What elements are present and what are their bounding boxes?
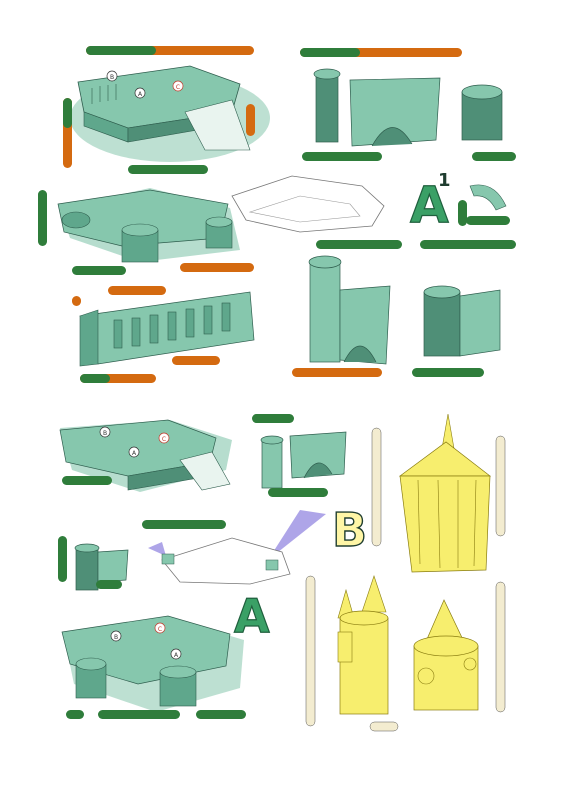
section-letter-a: A	[233, 588, 270, 643]
b-main-base: B A C	[59, 419, 232, 529]
a-base-label-c: C	[158, 626, 162, 633]
a1-base-label-a: A	[138, 91, 143, 98]
a1-base-label-c: C	[176, 84, 180, 91]
a1-base-label-b: B	[110, 74, 114, 81]
b-projection-beam	[148, 510, 326, 560]
a1-main-badge-column	[63, 98, 255, 168]
a-base-label-a: A	[174, 652, 179, 659]
section-letter-a1: A 1	[409, 170, 451, 235]
a-base-label-b: B	[114, 634, 118, 641]
b-base-label-b: B	[103, 430, 107, 437]
a1-curved-piece	[458, 184, 510, 226]
b-base-label-c: C	[162, 436, 166, 443]
section-a-letter: A	[234, 589, 270, 643]
a-main-base: B C A	[61, 615, 246, 719]
a1-gate-tower-right	[412, 240, 516, 377]
a-yellow-round-tower	[413, 581, 506, 713]
a1-main-badge-row	[86, 46, 254, 55]
b-outline-plan	[161, 537, 291, 585]
b-yellow-spire-tower	[371, 413, 506, 573]
a1-outline-plan	[231, 175, 385, 233]
section-a1-letter: A	[410, 176, 449, 234]
b-base-label-a: A	[132, 450, 137, 457]
b-small-tower	[58, 536, 129, 591]
b-gatehouse	[252, 414, 347, 497]
section-letter-b: B	[331, 502, 367, 557]
a1-wall-base	[38, 165, 254, 295]
section-a1-superscript: 1	[438, 170, 451, 191]
a-yellow-tall-tower	[305, 575, 399, 732]
a1-small-tower	[461, 84, 516, 161]
a1-gatehouse-assembly	[300, 48, 462, 161]
section-b-letter: B	[332, 503, 367, 557]
a1-gate-tower-left	[292, 240, 402, 377]
a1-main-base: B A C	[70, 65, 270, 162]
a1-long-wall	[72, 291, 255, 383]
